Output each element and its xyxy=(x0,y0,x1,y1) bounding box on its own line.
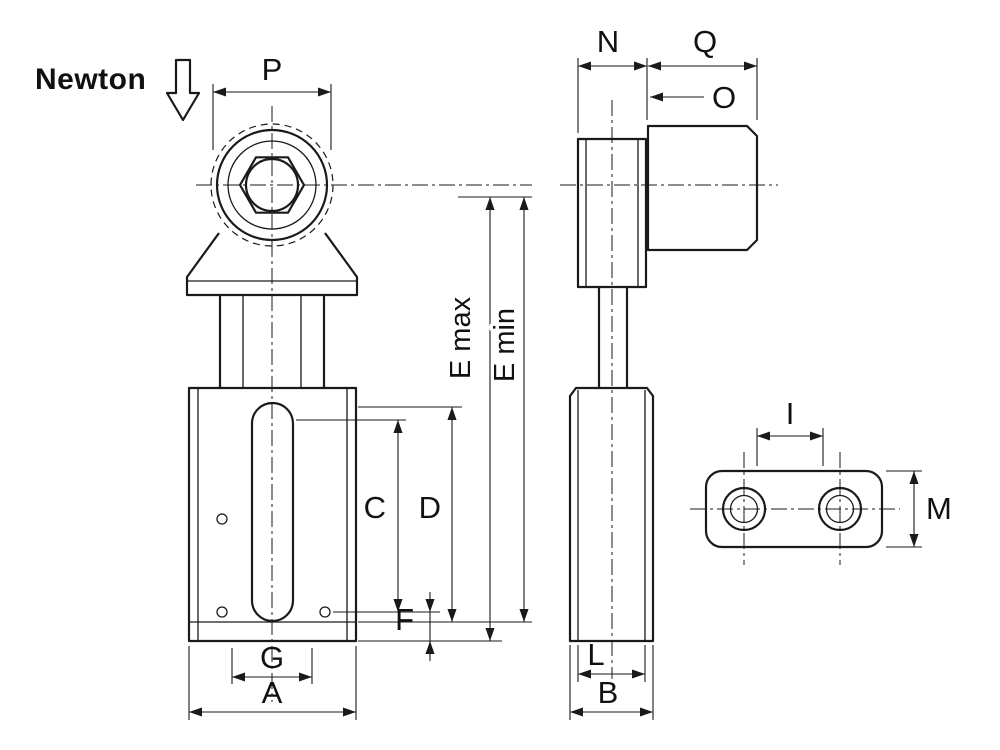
force-arrow-icon xyxy=(165,58,201,122)
side-head-outline xyxy=(576,137,648,289)
dimension-c: C xyxy=(296,419,440,613)
front-view xyxy=(185,106,532,702)
dim-label-n: N xyxy=(597,24,619,59)
front-head xyxy=(210,123,334,247)
dim-label-q: Q xyxy=(693,24,717,59)
dimension-q: Q xyxy=(648,24,758,120)
dim-label-c: C xyxy=(364,490,386,525)
dimension-n: N xyxy=(577,24,648,133)
dimension-g: G xyxy=(231,640,313,684)
front-hole-bottom-right xyxy=(319,606,331,618)
dimension-o: O xyxy=(650,80,736,115)
force-label: Newton xyxy=(35,63,146,96)
force-annotation: Newton xyxy=(35,58,201,122)
head-outer-circle xyxy=(215,128,329,242)
dimension-f: F xyxy=(395,592,435,661)
dim-label-p: P xyxy=(262,52,283,87)
dim-label-b: B xyxy=(598,675,619,710)
dim-label-l: L xyxy=(587,637,604,672)
plate-outline xyxy=(704,469,884,549)
dim-label-i: I xyxy=(786,396,795,431)
dimension-e: E max E min xyxy=(358,196,532,642)
dim-label-d: D xyxy=(419,490,441,525)
side-body-outline xyxy=(568,386,655,643)
dim-label-m: M xyxy=(926,491,952,526)
plate-hole-left-outer xyxy=(721,486,767,532)
front-body xyxy=(187,386,358,643)
front-hole-mid xyxy=(216,513,228,525)
plate-hole-right-inner xyxy=(825,494,855,524)
dim-label-e-min: E min xyxy=(489,308,521,382)
dim-label-e-max: E max xyxy=(445,296,477,379)
side-knob-outline xyxy=(646,124,759,252)
side-view xyxy=(560,100,778,700)
plate-hole-left-inner xyxy=(729,494,759,524)
dim-label-a: A xyxy=(262,675,283,710)
side-centerlines xyxy=(560,100,778,700)
top-view xyxy=(690,452,900,565)
dimension-a: A xyxy=(188,646,357,720)
dim-label-f: F xyxy=(395,602,414,637)
plate-hole-right-outer xyxy=(817,486,863,532)
dim-label-g: G xyxy=(260,640,284,675)
head-bolt-circle-dashed xyxy=(210,123,334,247)
front-body-outline xyxy=(187,386,358,643)
dimension-d: D xyxy=(358,406,462,622)
hex-socket xyxy=(238,156,306,214)
dimension-b: B xyxy=(569,645,654,720)
dimension-i: I xyxy=(756,396,824,466)
dimension-l: L xyxy=(577,637,646,682)
dimension-p: P xyxy=(212,52,332,150)
front-slot xyxy=(250,401,295,623)
head-inner-ring xyxy=(227,140,317,230)
front-hole-bottom-left xyxy=(216,606,228,618)
front-shoulder xyxy=(185,232,359,388)
dim-label-o: O xyxy=(712,80,736,115)
dimension-m: M xyxy=(886,470,952,548)
hex-bore-circle xyxy=(244,157,300,213)
